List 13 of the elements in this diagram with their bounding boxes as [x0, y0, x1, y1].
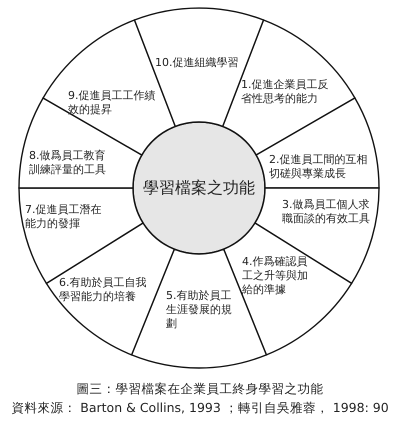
center-label: 學習檔案之功能: [143, 178, 255, 198]
sector-label: 5.有助於員工生涯發展的規劃: [166, 289, 233, 331]
sector-label: 6.有助於員工自我學習能力的培養: [59, 276, 148, 304]
sector-label: 8.做爲員工教育訓練評量的工具: [29, 149, 107, 177]
figure-caption: 圖三：學習檔案在企業員工終身學習之功能: [76, 381, 324, 398]
sector-label: 3.做爲員工個人求職面談的有效工具: [282, 198, 371, 226]
sector-label: 4.作爲確認員工之升等與加給的準據: [242, 255, 309, 297]
sector-label: 9.促進員工工作績效的提昇: [68, 89, 156, 117]
sector-label: 2.促進員工間的互相切磋與專業成長: [269, 153, 368, 181]
sector-label: 1.促進企業員工反省性思考的能力: [241, 78, 330, 106]
sector-label: 10.促進組織學習: [155, 56, 240, 70]
sector-label: 7.促進員工潛在能力的發揮: [25, 203, 102, 231]
source-note: 資料來源： Barton & Collins, 1993 ；轉引自吳雅蓉， 1998: 90: [10, 400, 390, 417]
